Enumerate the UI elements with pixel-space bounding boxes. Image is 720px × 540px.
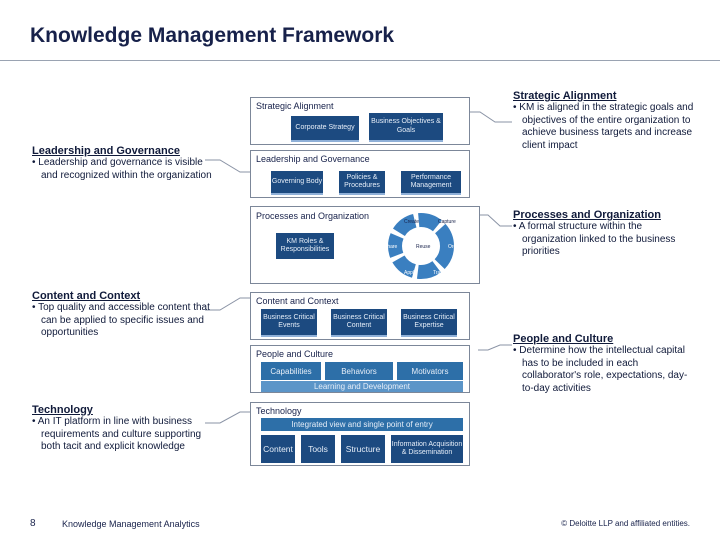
business-critical-expertise-tile: Business Critical Expertise [401, 309, 457, 337]
processes-label: Processes and Organization [256, 211, 370, 221]
technology-label: Technology [256, 406, 302, 416]
technology-heading: Technology [32, 404, 93, 416]
content-heading: Content and Context [32, 290, 141, 302]
cycle-transfer: Transfer [433, 270, 452, 276]
processes-heading: Processes and Organization [513, 209, 661, 221]
motivators-bar: Motivators [397, 362, 463, 380]
business-critical-events-tile: Business Critical Events [261, 309, 317, 337]
page-title: Knowledge Management Framework [30, 24, 395, 47]
cycle-create: Create [404, 219, 419, 225]
strategic-alignment-description: Strategic Alignment • KM is aligned in t… [513, 90, 698, 152]
performance-management-tile: Performance Management [401, 171, 461, 195]
leadership-bullet: • Leadership and governance is visible a… [32, 157, 212, 181]
knowledge-cycle: Create Capture Organize Transfer Apply S… [384, 213, 466, 279]
learning-development-bar: Learning and Development [261, 381, 463, 392]
cycle-apply: Apply [404, 270, 417, 276]
behaviors-bar: Behaviors [325, 362, 393, 380]
content-context-description: Content and Context • Top quality and ac… [32, 290, 212, 340]
strategic-bullet: • KM is aligned in the strategic goals a… [513, 102, 694, 151]
cycle-capture: Capture [438, 219, 456, 225]
leadership-label: Leadership and Governance [256, 154, 370, 164]
cycle-organize: Organize [448, 244, 466, 250]
technology-box: Technology Integrated view and single po… [250, 402, 470, 466]
people-heading: People and Culture [513, 333, 614, 345]
km-roles-tile: KM Roles & Responsibilities [276, 233, 334, 259]
processes-bullet: • A formal structure within the organiza… [513, 221, 676, 257]
strategic-label: Strategic Alignment [256, 101, 334, 111]
people-culture-box: People and Culture Capabilities Behavior… [250, 345, 470, 393]
copyright: © Deloitte LLP and affiliated entities. [561, 519, 690, 528]
processes-organization-box: Processes and Organization KM Roles & Re… [250, 206, 480, 284]
technology-description: Technology • An IT platform in line with… [32, 404, 212, 454]
technology-bullet: • An IT platform in line with business r… [32, 416, 202, 452]
processes-organization-description: Processes and Organization • A formal st… [513, 209, 698, 259]
policies-procedures-tile: Policies & Procedures [339, 171, 385, 195]
business-critical-content-tile: Business Critical Content [331, 309, 387, 337]
tools-tile: Tools [301, 435, 335, 463]
people-label: People and Culture [256, 349, 334, 359]
information-acquisition-tile: Information Acquisition & Dissemination [391, 435, 463, 463]
strategic-heading: Strategic Alignment [513, 90, 617, 102]
leadership-heading: Leadership and Governance [32, 145, 180, 157]
leadership-governance-description: Leadership and Governance • Leadership a… [32, 145, 212, 182]
content-bullet: • Top quality and accessible content tha… [32, 302, 210, 338]
structure-tile: Structure [341, 435, 385, 463]
footer-title: Knowledge Management Analytics [62, 519, 200, 529]
capabilities-bar: Capabilities [261, 362, 321, 380]
title-divider [0, 60, 720, 61]
content-label: Content and Context [256, 296, 339, 306]
people-culture-description: People and Culture • Determine how the i… [513, 333, 698, 395]
people-bullet: • Determine how the intellectual capital… [513, 345, 688, 394]
integrated-view-bar: Integrated view and single point of entr… [261, 418, 463, 431]
page-number: 8 [30, 518, 36, 529]
content-tile: Content [261, 435, 295, 463]
governing-body-tile: Governing Body [271, 171, 323, 195]
corporate-strategy-tile: Corporate Strategy [291, 116, 359, 142]
cycle-reuse: Reuse [416, 244, 431, 250]
strategic-alignment-box: Strategic Alignment Corporate Strategy B… [250, 97, 470, 145]
business-objectives-tile: Business Objectives & Goals [369, 113, 443, 142]
cycle-share: Share [384, 244, 398, 250]
content-context-box: Content and Context Business Critical Ev… [250, 292, 470, 340]
leadership-governance-box: Leadership and Governance Governing Body… [250, 150, 470, 198]
